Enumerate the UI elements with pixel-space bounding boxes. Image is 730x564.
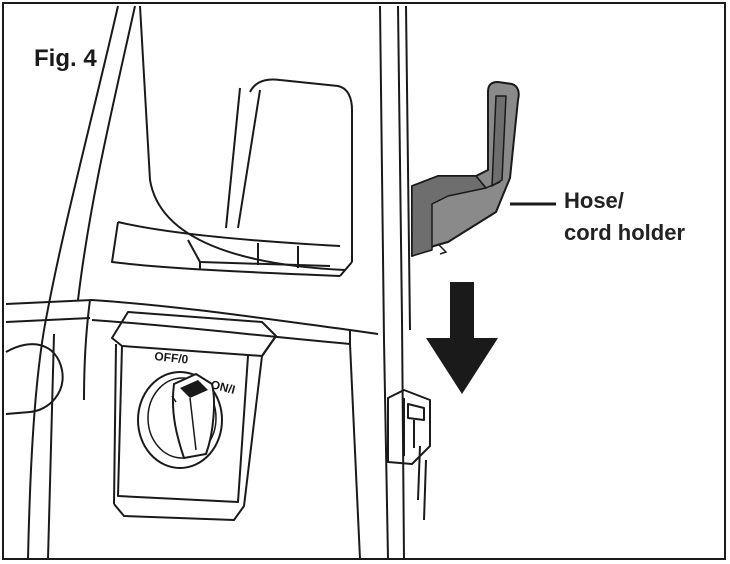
machine-body — [27, 5, 411, 560]
holder-front-face — [411, 175, 487, 257]
base-left-section — [5, 299, 379, 560]
handle-recess — [111, 78, 353, 277]
down-arrow-icon — [426, 282, 498, 394]
switch-inner-ring — [147, 377, 217, 459]
holder-body — [411, 81, 520, 257]
figure-title: Fig. 4 — [34, 45, 97, 72]
power-switch[interactable]: OFF/0 ON/I — [137, 349, 237, 469]
holder-inner-groove — [491, 95, 507, 187]
callout-label-line1: Hose/ — [564, 188, 624, 213]
hose-cord-holder[interactable] — [411, 81, 520, 257]
switch-on-label: ON/I — [209, 377, 236, 397]
switch-knob[interactable] — [171, 372, 215, 460]
callout-label-line2: cord holder — [564, 220, 685, 245]
holder-mount-clip — [387, 389, 431, 521]
switch-off-label: OFF/0 — [154, 349, 190, 367]
switch-bezel — [137, 371, 223, 469]
switch-panel — [111, 311, 277, 521]
switch-knob-grip — [180, 380, 208, 398]
